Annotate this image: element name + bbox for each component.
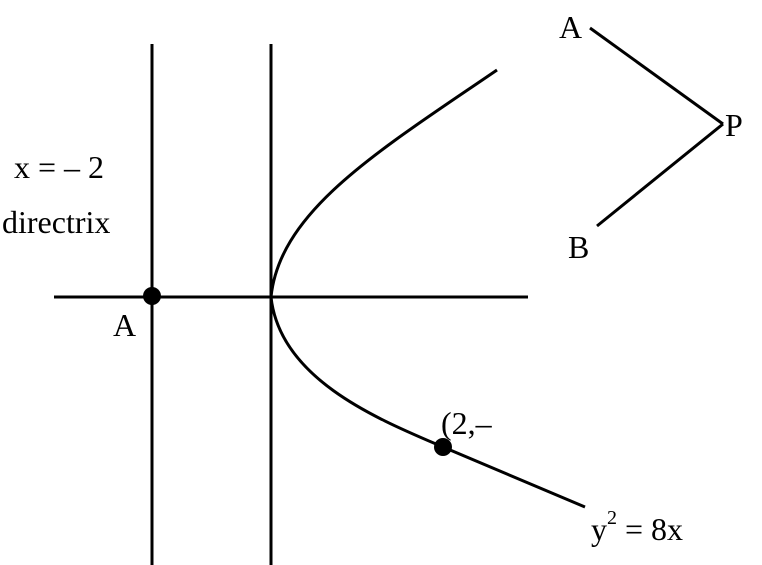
point-p-label: P — [725, 107, 743, 143]
point-a-dot — [143, 287, 161, 305]
point-a-right-label: A — [559, 9, 582, 45]
point-b-label: B — [568, 229, 589, 265]
directrix-equation-label: x = – 2 — [14, 149, 104, 185]
curve-equation-exponent: 2 — [607, 507, 617, 529]
segment-ap — [589, 26, 724, 126]
curve-equation-label: y2 = 8x — [591, 507, 683, 547]
curve-point-dot — [434, 438, 452, 456]
directrix-word-label: directrix — [2, 204, 110, 240]
curve-equation-y: y — [591, 511, 607, 547]
curve-point-label: (2,– — [441, 405, 493, 441]
parabola-curve — [269, 68, 586, 509]
segment-pb — [596, 122, 724, 228]
point-a-left-label: A — [113, 307, 136, 343]
curve-equation-rest: = 8x — [617, 511, 683, 547]
